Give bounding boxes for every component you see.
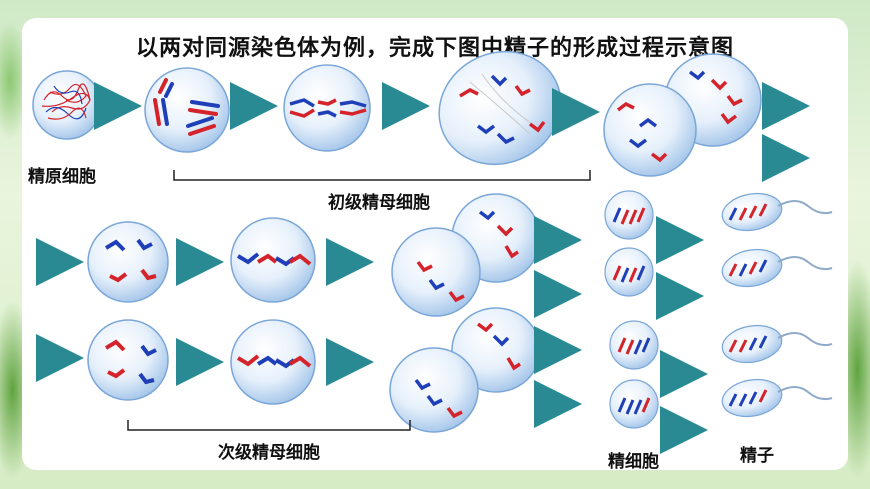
primary-bracket bbox=[173, 170, 591, 181]
spermatid-cell bbox=[609, 320, 659, 370]
spermatid-cell bbox=[609, 379, 659, 429]
secondary-bracket bbox=[127, 420, 411, 431]
secondary-spermatocyte-telophase-a bbox=[391, 193, 541, 317]
label-secondary-spermatocyte: 次级精母细胞 bbox=[218, 443, 320, 463]
sperm-cell bbox=[721, 378, 833, 418]
primary-spermatocyte-anaphase bbox=[438, 50, 562, 166]
chromatin-tangle bbox=[41, 83, 91, 120]
label-spermatogonium: 精原细胞 bbox=[28, 167, 96, 187]
page-title: 以两对同源染色体为例，完成下图中精子的形成过程示意图 bbox=[135, 36, 734, 61]
secondary-spermatocyte-metaphase-a bbox=[230, 217, 316, 303]
label-spermatid: 精细胞 bbox=[608, 452, 659, 472]
spermatogonium-cell bbox=[32, 70, 102, 140]
primary-spermatocyte-metaphase bbox=[283, 64, 371, 152]
secondary-spermatocyte-prophase-a bbox=[87, 221, 169, 303]
secondary-spermatocyte-prophase-b bbox=[87, 319, 169, 401]
primary-spermatocyte-prophase bbox=[144, 67, 230, 153]
label-sperm: 精子 bbox=[740, 446, 774, 466]
sperm-cell bbox=[721, 192, 833, 232]
sperm-cell bbox=[721, 248, 833, 288]
spermatid-cell bbox=[604, 247, 654, 297]
primary-spermatocyte-telophase bbox=[603, 53, 762, 177]
sperm-cell bbox=[721, 324, 833, 364]
label-primary-spermatocyte: 初级精母细胞 bbox=[328, 193, 430, 213]
secondary-spermatocyte-telophase-b bbox=[389, 307, 541, 433]
spermatid-cell bbox=[604, 190, 654, 240]
secondary-spermatocyte-metaphase-b bbox=[230, 319, 316, 405]
